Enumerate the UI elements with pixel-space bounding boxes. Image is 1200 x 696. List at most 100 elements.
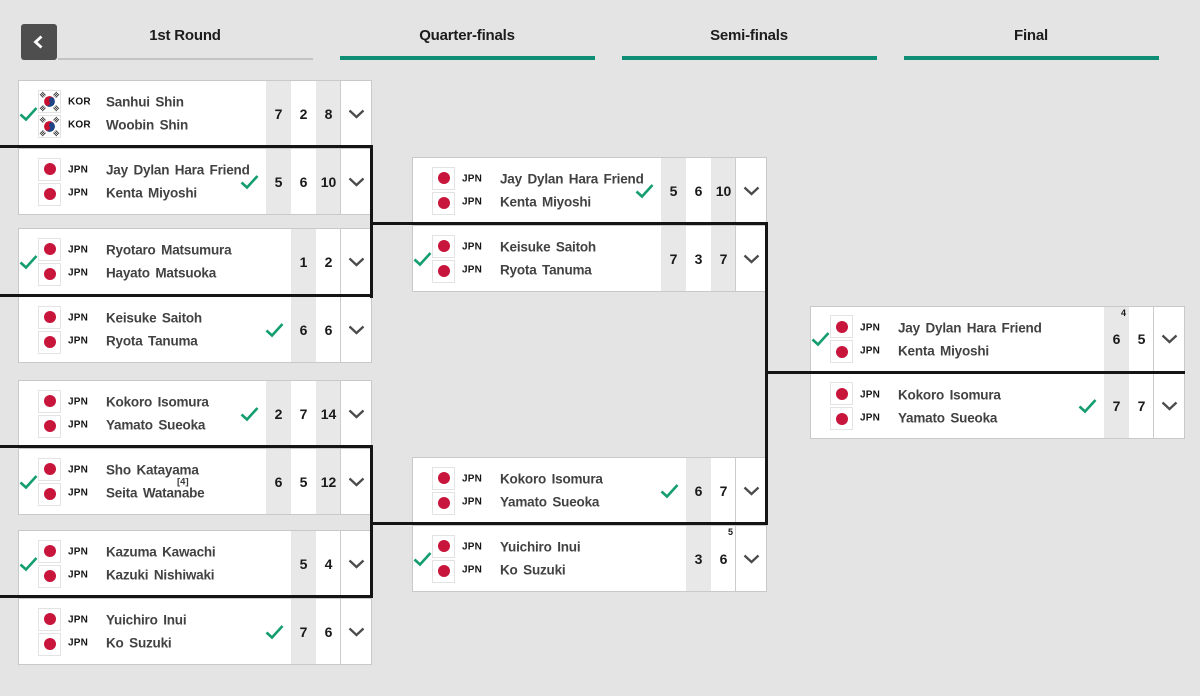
player-name: Kokoro Isomura [106,394,209,410]
chevron-down-icon [348,627,364,637]
player-name: Ryota Tanuma [106,333,198,349]
set-score: 7 [291,381,316,446]
set-score-value: 6 [324,623,333,640]
set-score: 7 [661,226,686,291]
bracket-connector-line [370,145,373,298]
player-name: Kokoro Isomura [898,387,1001,402]
bracket-connector-line [0,145,373,148]
expand-match-button[interactable] [340,599,371,664]
flag-column [38,539,61,588]
player-name: Kenta Miyoshi [898,343,989,358]
flag-icon-jpn [830,382,853,405]
player-row: KOR Sanhui Shin [68,94,188,110]
player-name: Jay Dylan Hara Friend [106,162,250,178]
flag-column [432,466,455,515]
expand-match-button[interactable] [340,297,371,362]
country-code: KOR [68,119,91,131]
expand-match-button[interactable] [340,229,371,294]
set-score: 14 [316,381,341,446]
country-code: JPN [68,464,89,476]
bracket-connector-line [0,595,373,598]
round-title: Final [1013,27,1048,44]
player-name: Woobin Shin [106,117,189,133]
country-code: JPN [68,164,89,176]
flag-column [830,315,853,363]
set-score-value: 7 [719,482,728,499]
country-code: JPN [462,541,483,553]
expand-match-button[interactable] [340,531,371,596]
player-name: Sanhui Shin [106,94,184,110]
chevron-down-icon [743,486,759,496]
winner-check-icon [635,183,654,198]
set-score: 7 [1104,374,1129,438]
winner-check-icon [19,556,38,571]
expand-match-button[interactable] [340,381,371,446]
flag-icon-jpn [38,237,61,261]
flag-icon-kor [38,89,61,113]
expand-match-button[interactable] [340,449,371,514]
country-code: JPN [860,412,881,423]
flag-icon-jpn [38,414,61,438]
country-code: JPN [68,312,89,324]
set-score-value: 6 [299,321,308,338]
winner-check-icon [660,483,679,498]
winner-check-icon [413,551,432,566]
flag-icon-jpn [38,305,61,329]
set-score: 2 [316,229,341,294]
set-score-value: 4 [324,555,333,572]
set-score: 7 [711,226,736,291]
flag-column [432,166,455,215]
set-score-value: 8 [324,105,333,122]
expand-match-button[interactable] [340,149,371,214]
set-score-value: 7 [274,105,283,122]
expand-match-button[interactable] [340,81,371,146]
country-code: JPN [860,345,881,356]
set-score-value: 5 [274,173,283,190]
flag-icon-jpn [38,262,61,286]
set-score-value: 6 [1112,331,1121,347]
set-score: 5 [291,531,316,596]
flag-icon-jpn [38,632,61,656]
back-button[interactable] [21,24,57,60]
set-score: 6 [291,297,316,362]
chevron-down-icon [743,554,759,564]
player-name: Kazuma Kawachi [106,544,216,560]
winner-check-icon [413,251,432,266]
expand-match-button[interactable] [1153,374,1184,438]
expand-match-button[interactable] [735,226,766,291]
expand-match-button[interactable] [735,526,766,591]
chevron-down-icon [1161,334,1177,344]
country-code: KOR [68,96,91,108]
expand-match-button[interactable] [1153,307,1184,371]
set-score-value: 6 [299,173,308,190]
bracket-connector-line [370,222,768,225]
flag-icon-jpn [432,534,455,558]
set-score: 3 [686,226,711,291]
country-code: JPN [68,244,89,256]
set-score-value: 7 [1137,398,1146,414]
expand-match-button[interactable] [735,158,766,223]
round-title: 1st Round [149,27,221,44]
chevron-down-icon [348,559,364,569]
round-header-semi-finals: Semi-finals [621,27,877,60]
winner-check-icon [265,322,284,337]
expand-match-button[interactable] [735,458,766,523]
